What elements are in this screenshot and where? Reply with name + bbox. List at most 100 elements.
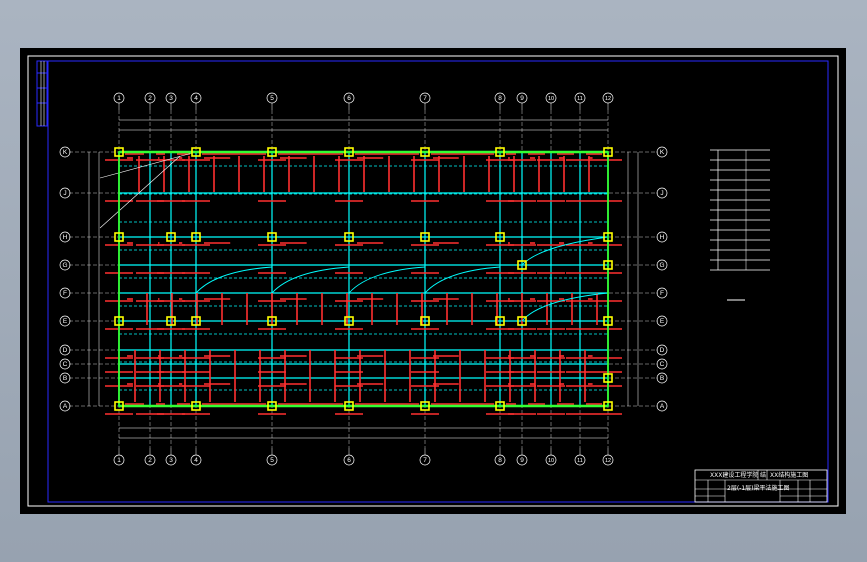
axis-label: 12: [605, 458, 611, 464]
axis-label: E: [660, 318, 665, 325]
title-block: [694, 469, 828, 503]
column: [114, 401, 124, 411]
axis-label: 10: [548, 96, 554, 102]
axis-label: B: [63, 375, 67, 382]
column: [191, 232, 201, 242]
axis-circle: [656, 358, 668, 370]
axis-bubble-left: H: [59, 231, 71, 243]
column: [420, 316, 430, 326]
column: [495, 232, 505, 242]
axis-bubble-top: 5: [266, 92, 278, 104]
axis-circle: [656, 315, 668, 327]
column: [420, 401, 430, 411]
axis-bubble-right: H: [656, 231, 668, 243]
axis-label: A: [63, 403, 68, 410]
outer-frame: [27, 55, 839, 507]
axis-label: 3: [169, 95, 173, 102]
column: [420, 232, 430, 242]
axis-label: H: [660, 234, 665, 241]
axis-label: 4: [194, 457, 198, 464]
axis-label: 4: [194, 95, 198, 102]
column: [603, 147, 613, 157]
axis-bubble-bottom: 12: [602, 454, 614, 466]
column: [517, 260, 527, 270]
column: [517, 316, 527, 326]
axis-label: 9: [520, 95, 524, 102]
ramp-curve: [195, 266, 273, 294]
axis-circle: [59, 287, 71, 299]
axis-bubble-top: 8: [494, 92, 506, 104]
axis-bubble-bottom: 5: [266, 454, 278, 466]
axis-label: J: [63, 190, 66, 197]
axis-circle: [656, 287, 668, 299]
axis-bubble-top: 12: [602, 92, 614, 104]
column: [344, 147, 354, 157]
axis-bubble-top: 4: [190, 92, 202, 104]
column: [603, 232, 613, 242]
axis-bubble-left: A: [59, 400, 71, 412]
axis-circle: [656, 372, 668, 384]
ramp-curve: [521, 292, 609, 322]
axis-bubble-right: B: [656, 372, 668, 384]
axis-bubble-left: J: [59, 187, 71, 199]
axis-bubble-right: K: [656, 146, 668, 158]
column: [344, 316, 354, 326]
axis-bubble-left: F: [59, 287, 71, 299]
axis-bubble-top: 9: [516, 92, 528, 104]
axis-bubble-bottom: 11: [574, 454, 586, 466]
axis-bubble-bottom: 1: [113, 454, 125, 466]
axis-label: 1: [117, 457, 121, 464]
axis-bubble-left: E: [59, 315, 71, 327]
axis-bubble-bottom: 8: [494, 454, 506, 466]
column: [603, 260, 613, 270]
axis-circle: [656, 187, 668, 199]
axis-label: 3: [169, 457, 173, 464]
axis-bubble-bottom: 2: [144, 454, 156, 466]
axis-bubble-right: E: [656, 315, 668, 327]
axis-label: E: [63, 318, 68, 325]
axis-bubble-bottom: 3: [165, 454, 177, 466]
axis-circle: [59, 358, 71, 370]
column: [267, 232, 277, 242]
axis-label: 7: [423, 457, 427, 464]
axis-circle: [656, 259, 668, 271]
axis-label: 8: [498, 95, 502, 102]
axis-label: 5: [270, 457, 274, 464]
ramp-curve: [521, 236, 609, 266]
axis-label: G: [659, 262, 664, 269]
title-drawing: XX结构施工图: [770, 472, 809, 479]
axis-label: 9: [520, 457, 524, 464]
column: [420, 147, 430, 157]
axis-circle: [59, 187, 71, 199]
axis-label: 10: [548, 458, 554, 464]
column: [267, 401, 277, 411]
axis-bubble-bottom: 10: [545, 454, 557, 466]
column: [267, 147, 277, 157]
axis-bubble-bottom: 7: [419, 454, 431, 466]
column: [603, 373, 613, 383]
column: [267, 316, 277, 326]
axis-label: A: [660, 403, 665, 410]
ramp-curve: [424, 266, 501, 294]
title-sheet-no: 结: [760, 472, 767, 479]
axis-bubble-top: 10: [545, 92, 557, 104]
axis-label: 12: [605, 96, 611, 102]
axis-label: D: [63, 347, 68, 354]
axis-circle: [59, 259, 71, 271]
axis-bubble-left: B: [59, 372, 71, 384]
axis-label: C: [63, 361, 68, 368]
axis-label: 7: [423, 95, 427, 102]
axis-circle: [59, 315, 71, 327]
column: [166, 316, 176, 326]
axis-bubble-bottom: 6: [343, 454, 355, 466]
axis-bubble-right: C: [656, 358, 668, 370]
axis-bubble-top: 3: [165, 92, 177, 104]
ramp-curve: [348, 266, 426, 294]
column: [495, 147, 505, 157]
axis-label: 11: [577, 96, 583, 102]
column: [191, 316, 201, 326]
